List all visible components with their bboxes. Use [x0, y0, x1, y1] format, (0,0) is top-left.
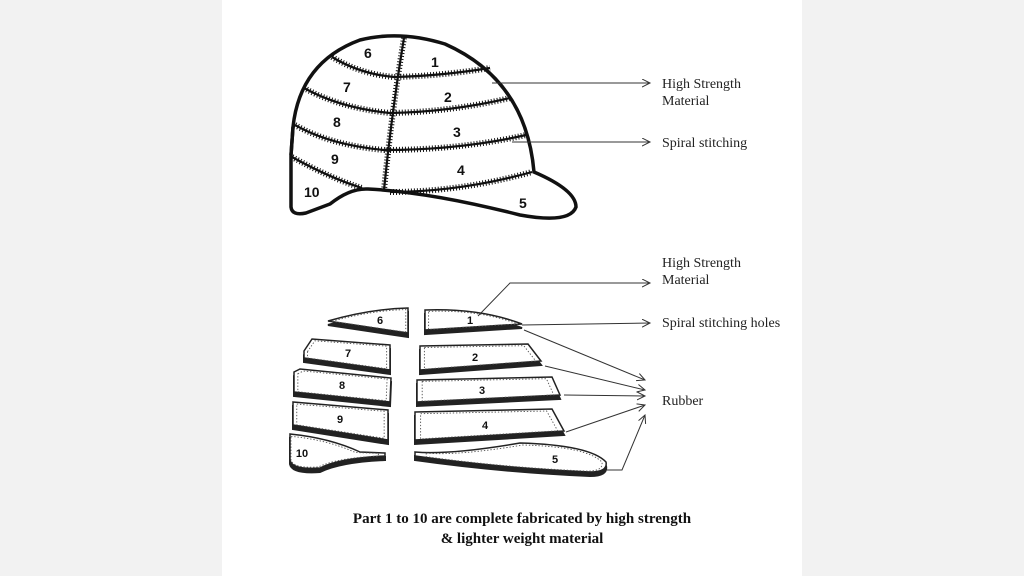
label-high-strength: High Strength	[662, 77, 741, 92]
material-layer	[327, 307, 409, 334]
stitching-holes	[296, 403, 385, 439]
helmet-panel-7: 7	[343, 79, 351, 95]
stitching-holes	[420, 410, 559, 440]
exploded-panel-number: 6	[377, 315, 383, 327]
arrow-holes	[521, 323, 650, 325]
caption-line-2: & lighter weight material	[441, 531, 604, 547]
exploded-panel-1: 1	[424, 309, 523, 336]
exploded-panel-number: 9	[337, 414, 343, 426]
stitching-holes	[421, 378, 555, 402]
label-rubber: Rubber	[662, 394, 704, 409]
exploded-panel-number: 7	[345, 348, 351, 360]
helmet-outline	[289, 34, 578, 220]
stitching-holes	[332, 309, 407, 333]
material-layer	[292, 401, 389, 441]
exploded-panel-number: 3	[479, 385, 485, 397]
helmet-panel-5: 5	[519, 195, 527, 211]
helmet-panel-6: 6	[364, 45, 372, 61]
material-layer	[414, 408, 566, 441]
exploded-arrows	[477, 283, 650, 471]
arrow-rubber-4	[565, 405, 645, 433]
stitching-holes	[290, 435, 379, 468]
arrow-rubber-2	[544, 365, 645, 390]
material-layer	[416, 376, 562, 403]
arrow-rubber-3	[563, 395, 645, 396]
exploded-panel-10: 10	[289, 433, 386, 474]
exploded-panel-number: 5	[552, 454, 558, 466]
exploded-panel-number: 2	[472, 352, 478, 364]
label-material: Material	[662, 94, 710, 109]
exploded-panel-4: 4	[414, 408, 566, 446]
label-exploded-high-strength: High Strength	[662, 256, 741, 271]
spiral-stitching	[290, 37, 533, 195]
helmet-panel-3: 3	[453, 124, 461, 140]
arrow-rubber-1	[523, 329, 645, 380]
exploded-panels: 1 2 3 4 5 6 7 8 9 10	[289, 307, 608, 478]
arrow-rubber-5	[607, 415, 645, 471]
helmet-panel-1: 1	[431, 54, 439, 70]
helmet-panel-4: 4	[457, 162, 465, 178]
exploded-panel-8: 8	[293, 368, 393, 408]
stitching-holes	[307, 340, 388, 370]
helmet-panel-10: 10	[304, 184, 320, 200]
stitching-holes	[425, 444, 603, 472]
exploded-panel-3: 3	[416, 376, 562, 408]
assembled-helmet: 1 2 3 4 5 6 7 8 9 10	[289, 34, 578, 220]
exploded-panel-6: 6	[327, 307, 409, 339]
helmet-panel-9: 9	[331, 151, 339, 167]
label-stitching-holes: Spiral stitching holes	[662, 316, 780, 331]
exploded-panel-number: 4	[482, 420, 489, 432]
exploded-panel-number: 8	[339, 380, 345, 392]
material-layer	[303, 338, 391, 371]
material-layer	[419, 343, 543, 371]
caption-line-1: Part 1 to 10 are complete fabricated by …	[353, 511, 692, 527]
exploded-panel-2: 2	[419, 343, 543, 376]
stitching-holes	[428, 310, 519, 330]
material-layer	[289, 433, 386, 470]
exploded-panel-5: 5	[414, 442, 608, 478]
exploded-panel-number: 10	[296, 448, 308, 460]
exploded-panel-9: 9	[292, 401, 389, 446]
label-exploded-material: Material	[662, 273, 710, 288]
helmet-panel-8: 8	[333, 114, 341, 130]
arrow-exploded-material	[477, 283, 650, 317]
exploded-panel-7: 7	[303, 338, 391, 376]
material-layer	[414, 442, 607, 473]
label-spiral-stitching: Spiral stitching	[662, 136, 747, 151]
exploded-panel-number: 1	[467, 315, 473, 327]
helmet-panel-2: 2	[444, 89, 452, 105]
